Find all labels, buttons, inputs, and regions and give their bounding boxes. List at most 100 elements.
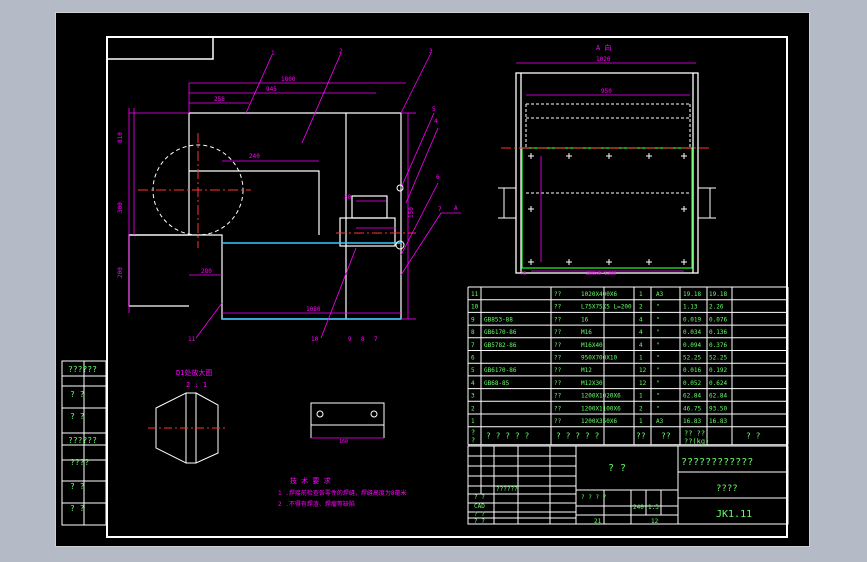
bom-cell-name: ?? xyxy=(554,355,562,362)
bom-cell-spec: 950X700X10 xyxy=(581,355,618,362)
bom-cell-no: 8 xyxy=(471,329,475,336)
dim-label: 240 xyxy=(249,153,260,160)
left-strip-table xyxy=(61,360,107,526)
bom-cell-no: 6 xyxy=(471,355,475,362)
bom-cell-unit: 62.84 xyxy=(683,393,701,400)
bom-cell-total: 52.25 xyxy=(709,355,727,362)
detail-view: D1处放大图 2 : 1 160 xyxy=(148,368,385,464)
balloon: 10 xyxy=(311,336,319,343)
bom-cell-mat: " xyxy=(656,342,660,349)
bom-cell-unit: 19.18 xyxy=(683,291,701,298)
bom-cell-name: ?? xyxy=(554,304,562,311)
tech-notes: 技 术 要 求 1 .焊接前检查各零件的焊缝，焊缝高度为8毫米 2 .不得有焊渣… xyxy=(278,476,406,508)
bom-cell-mat: " xyxy=(656,316,660,323)
bom-cell-total: 0.376 xyxy=(709,342,727,349)
bom-cell-qty: 2 xyxy=(639,405,643,412)
bom-table xyxy=(467,286,789,446)
tb-mass: 240 xyxy=(633,504,644,511)
bom-cell-qty: 4 xyxy=(639,329,643,336)
bom-cell-mat: " xyxy=(656,405,660,412)
dim-label: 30 xyxy=(344,194,352,201)
cad-drawing: ?????? ? ? ? ? ?????? ???? ? ? ? ? xyxy=(61,36,789,538)
tb-label: ?????? xyxy=(496,486,518,493)
bom-cell-spec: M16 xyxy=(581,329,592,336)
balloon: A xyxy=(454,205,458,212)
left-strip-label: ?????? xyxy=(68,436,97,445)
dim-label: 280 xyxy=(201,268,212,275)
balloon: 2 xyxy=(339,48,343,55)
detail-scale: 2 : 1 xyxy=(186,381,207,389)
bom-cell-spec: 16 xyxy=(581,316,589,323)
corner-block xyxy=(106,36,214,60)
bom-cell-spec: 1200X1020X6 xyxy=(581,393,621,400)
bom-cell-spec: 1200X1100X6 xyxy=(581,405,621,412)
balloon: 8 xyxy=(361,336,365,343)
bolt-circle xyxy=(396,184,404,192)
bom-cell-unit: 16.83 xyxy=(683,418,701,425)
bom-cell-name: ?? xyxy=(554,329,562,336)
balloon: 7 xyxy=(374,336,378,343)
drawing-frame: ?????? ? ? ? ? ?????? ???? ? ? ? ? xyxy=(55,12,810,547)
tb-label: ? ? ? ? xyxy=(581,494,607,501)
balloon: 7 xyxy=(438,206,442,213)
bom-cell-no: 2 xyxy=(471,405,475,412)
bom-cell-no: 7 xyxy=(471,342,475,349)
bom-header-code: ? ? ? ? ? xyxy=(486,432,530,441)
tb-label: CAD xyxy=(474,503,485,510)
bom-header-no: ? xyxy=(471,429,475,437)
dim-label: 1080 xyxy=(306,306,321,313)
bom-cell-name: ?? xyxy=(554,342,562,349)
bom-header-note: ? ? xyxy=(746,432,761,441)
bom-cell-name: ?? xyxy=(554,405,562,412)
dim-label: 258 xyxy=(214,96,225,103)
bom-cell-spec: M12X30 xyxy=(581,380,603,387)
bom-header-weight: ?? ?? xyxy=(684,430,705,438)
bom-cell-name: ?? xyxy=(554,291,562,298)
bom-cell-name: ?? xyxy=(554,316,562,323)
bom-cell-no: 11 xyxy=(471,291,479,298)
bom-cell-name: ?? xyxy=(554,367,562,374)
bom-cell-code: GB6170-86 xyxy=(484,329,517,336)
bom-cell-total: 0.192 xyxy=(709,367,727,374)
bom-cell-mat: " xyxy=(656,367,660,374)
bom-cell-qty: 4 xyxy=(639,342,643,349)
bom-cell-unit: 0.019 xyxy=(683,316,701,323)
tb-scale: 1:3 xyxy=(648,504,659,511)
bom-cell-no: 10 xyxy=(471,304,479,311)
balloon: 4 xyxy=(434,118,438,125)
bom-cell-no: 1 xyxy=(471,418,475,425)
note-line: 1 .焊接前检查各零件的焊缝，焊缝高度为8毫米 xyxy=(278,489,406,497)
dim-label: 950 xyxy=(601,88,612,95)
dim-label: 160 xyxy=(339,439,348,445)
bom-cell-no: 5 xyxy=(471,367,475,374)
note-line: 2 .不得有焊渣、焊瘤等缺陷 xyxy=(278,500,355,508)
balloon: 9 xyxy=(348,336,352,343)
bom-cell-spec: M16X40 xyxy=(581,342,603,349)
bom-cell-unit: 1.13 xyxy=(683,304,698,311)
bom-cell-code: GB5782-86 xyxy=(484,342,517,349)
drawing-code: JK1.11 xyxy=(716,509,752,520)
bom-cell-name: ?? xyxy=(554,418,562,425)
bom-cell-name: ?? xyxy=(554,393,562,400)
bom-cell-total: 16.83 xyxy=(709,418,727,425)
bom-cell-code: GB68-85 xyxy=(484,380,510,387)
bom-cell-unit: 46.75 xyxy=(683,405,701,412)
view-a: A 向 1020 950 xyxy=(498,43,716,277)
bom-cell-total: 0.136 xyxy=(709,329,727,336)
bom-cell-unit: 0.094 xyxy=(683,342,701,349)
dim-label: 150 xyxy=(408,207,415,218)
title-block xyxy=(467,445,789,525)
tb-sheet-no: 12 xyxy=(651,518,659,525)
bom-cell-mat: " xyxy=(656,355,660,362)
bom-cell-unit: 0.052 xyxy=(683,380,701,387)
bom-cell-total: 0.624 xyxy=(709,380,727,387)
bom-cell-spec: 1020X400X6 xyxy=(581,291,618,298)
dim-label: 300 xyxy=(117,202,124,213)
bom-cell-total: 93.50 xyxy=(709,405,727,412)
bom-cell-qty: 2 xyxy=(639,304,643,311)
bom-header-mat: ?? xyxy=(661,432,671,441)
notes-title: 技 术 要 求 xyxy=(290,476,331,485)
bom-cell-mat: " xyxy=(656,304,660,311)
dim-label: 1020 xyxy=(596,56,611,63)
organization-name: ???????????? xyxy=(681,457,753,468)
